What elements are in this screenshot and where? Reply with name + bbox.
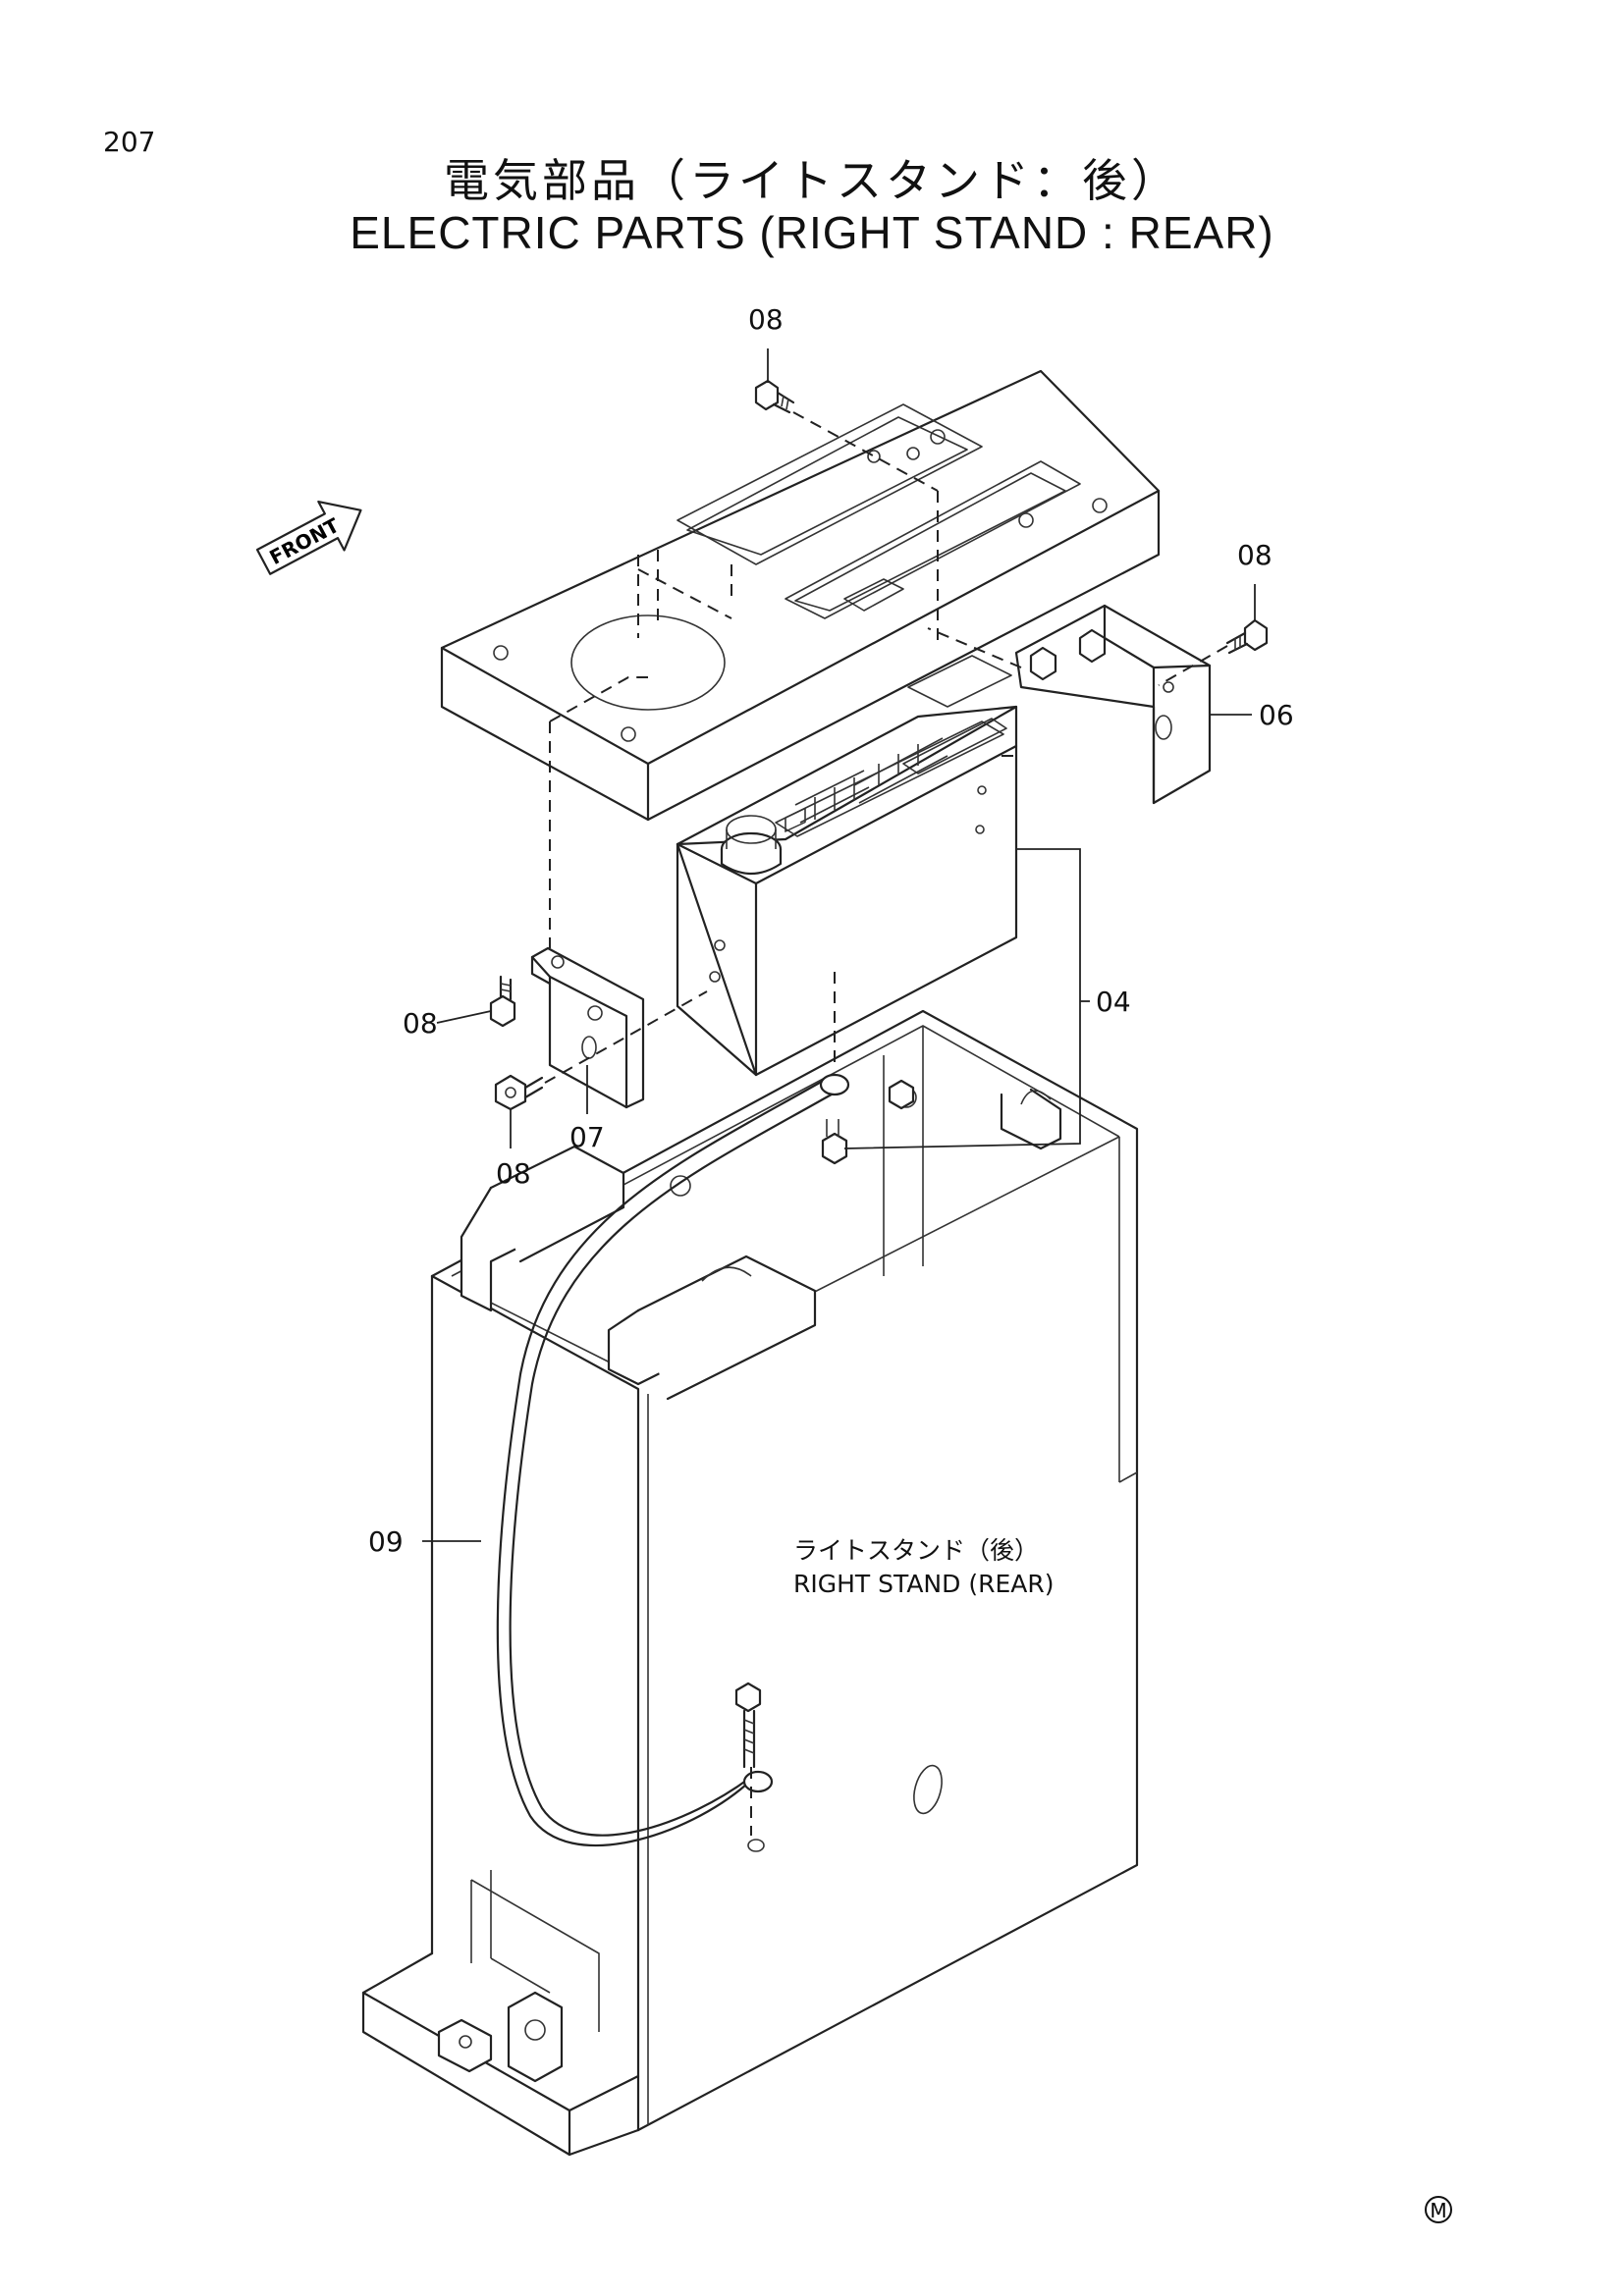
cable-bolt-icon <box>821 1079 915 1165</box>
page-number: 207 <box>103 126 156 158</box>
front-arrow-icon: FRONT <box>255 500 362 575</box>
ground-bolt-icon <box>734 1682 762 1769</box>
page-title-english: ELECTRIC PARTS (RIGHT STAND : REAR) <box>350 207 1274 258</box>
bolt-08-right-icon <box>1225 618 1269 655</box>
leader-lines <box>422 348 1256 1542</box>
m-mark-icon: M <box>1425 2196 1452 2223</box>
stand-label-japanese: ライトスタンド（後） <box>793 1536 1039 1565</box>
callout-04: 04 <box>1096 986 1131 1018</box>
panel-buttons <box>785 807 806 832</box>
cover-plate <box>440 369 1161 822</box>
stand-label-english: RIGHT STAND (REAR) <box>793 1570 1054 1598</box>
callout-08-top: 08 <box>748 303 784 336</box>
callout-06: 06 <box>1259 699 1294 731</box>
bolt-08-top-icon <box>754 379 795 414</box>
alignment-dash-lines <box>544 411 1228 1836</box>
page-title-japanese: 電気部品（ライトスタンド：後） <box>444 154 1180 207</box>
callout-08-left-upper: 08 <box>403 1007 438 1040</box>
ground-cable-09 <box>496 1073 850 1852</box>
bracket-07 <box>530 946 645 1109</box>
controller-unit-04 <box>676 655 1018 1077</box>
callout-09: 09 <box>368 1525 404 1558</box>
bracket-06 <box>1014 604 1212 805</box>
corner-mark: M <box>1430 2199 1446 2222</box>
callout-08-right: 08 <box>1237 539 1272 571</box>
callout-07: 07 <box>569 1121 605 1153</box>
callout-08-left-lower: 08 <box>496 1157 531 1190</box>
bolt-08-left-upper-icon <box>489 975 516 1028</box>
right-stand-body <box>361 1009 1139 2157</box>
bolt-08-left-lower-icon <box>494 1074 544 1111</box>
